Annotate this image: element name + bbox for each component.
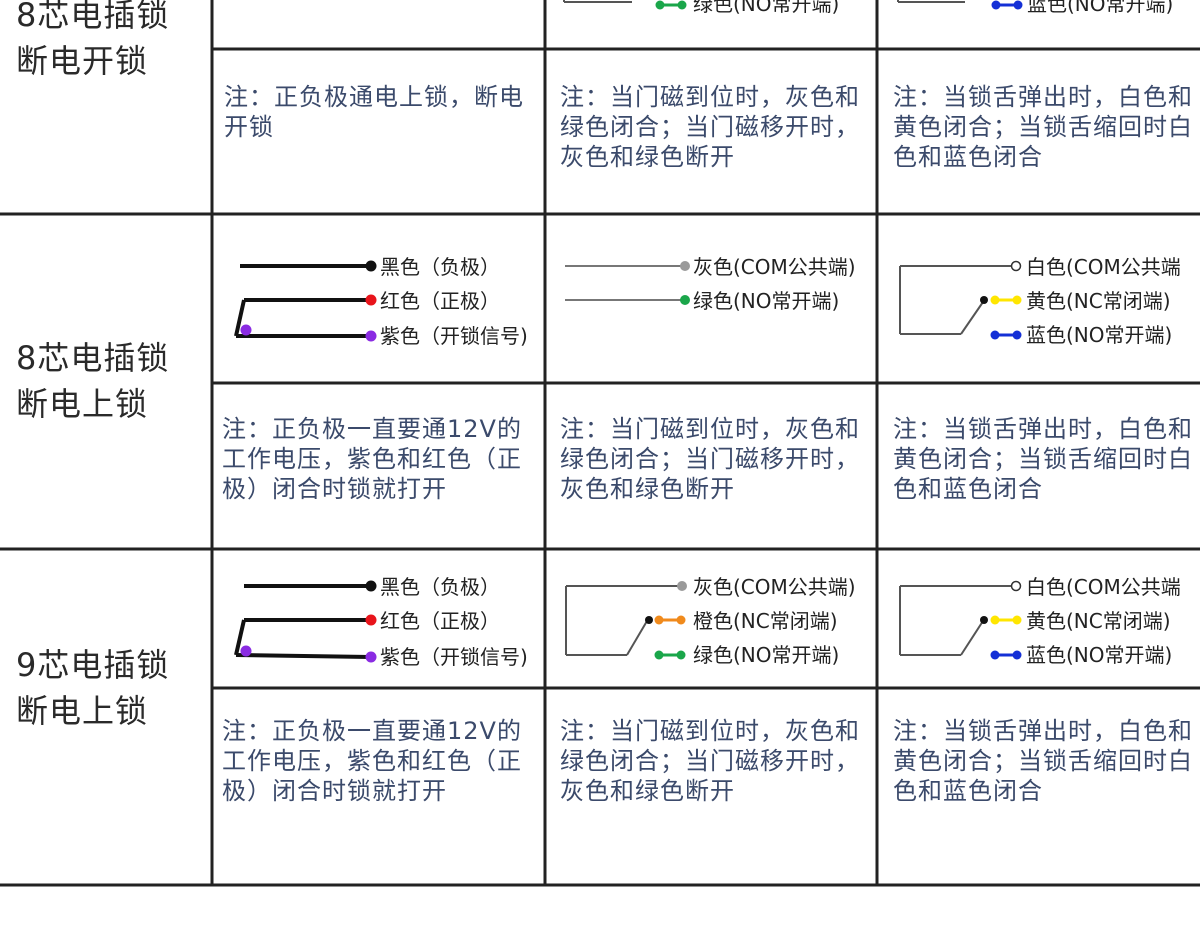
row-3-tongue-note: 注：当锁舌弹出时，白色和黄色闭合；当锁舌缩回时白色和蓝色闭合 xyxy=(893,717,1193,805)
blue-wire-dot-left xyxy=(990,330,1000,340)
yellow-nc-label: 黄色(NC常闭端) xyxy=(1026,289,1171,313)
row-1-tongue-note: 注：当锁舌弹出时，白色和黄色闭合；当锁舌缩回时白色和蓝色闭合 xyxy=(893,83,1193,171)
white-com-label: 白色(COM公共端 xyxy=(1026,255,1181,279)
white-com-label: 白色(COM公共端 xyxy=(1026,575,1181,599)
row-1-partial-diagram: 绿色(NO常开端) 蓝色(NO常开端) xyxy=(563,0,1173,16)
purple-wire-end-dot xyxy=(365,651,377,663)
red-wire-dot xyxy=(365,294,377,306)
yellow-nc-label: 黄色(NC常闭端) xyxy=(1026,609,1171,633)
row-3-power-note: 注：正负极一直要通12V的工作电压，紫色和红色（正极）闭合时锁就打开 xyxy=(222,717,522,805)
row-2-title: 8芯电插锁 断电上锁 xyxy=(16,339,170,423)
row-2-tongue-note: 注：当锁舌弹出时，白色和黄色闭合；当锁舌缩回时白色和蓝色闭合 xyxy=(893,415,1193,503)
white-wire-dot xyxy=(1010,260,1022,272)
yellow-wire-dot xyxy=(1012,295,1022,305)
tongue-common-dot xyxy=(980,616,988,624)
green-wire-dot xyxy=(680,295,690,305)
blue-no-label: 蓝色(NO常开端) xyxy=(1026,643,1172,667)
gray-wire-dot xyxy=(680,261,690,271)
red-positive-label: 红色（正极） xyxy=(380,609,500,633)
purple-wire-end-dot xyxy=(365,330,377,342)
row-3-door-sensor-diagram: 灰色(COM公共端) 橙色(NC常闭端) 绿色(NO常开端) xyxy=(565,575,856,667)
purple-wire-dot xyxy=(240,324,252,336)
orange-nc-label: 橙色(NC常闭端) xyxy=(693,609,838,633)
purple-unlock-signal-label: 紫色（开锁信号) xyxy=(380,324,528,348)
row-1-title: 8芯电插锁 断电开锁 xyxy=(16,0,170,80)
row-3-tongue-diagram: 白色(COM公共端 黄色(NC常闭端) 蓝色(NO常开端) xyxy=(899,575,1181,667)
black-negative-label: 黑色（负极） xyxy=(380,575,500,599)
row-3-door-note: 注：当门磁到位时，灰色和绿色闭合；当门磁移开时，灰色和绿色断开 xyxy=(560,717,860,805)
red-positive-label: 红色（正极） xyxy=(380,289,500,313)
black-negative-label: 黑色（负极） xyxy=(380,255,500,279)
gray-com-label: 灰色(COM公共端) xyxy=(693,575,856,599)
gray-com-label: 灰色(COM公共端) xyxy=(693,255,856,279)
orange-wire-dot-left xyxy=(654,615,664,625)
yellow-wire-dot-left xyxy=(990,295,1000,305)
purple-wire-dot xyxy=(240,645,252,657)
row-1-green-partial-label: 绿色(NO常开端) xyxy=(693,0,839,16)
green-wire-dot xyxy=(676,650,686,660)
red-wire-dot xyxy=(365,614,377,626)
green-wire-dot-left xyxy=(654,650,664,660)
white-wire-dot xyxy=(1010,580,1022,592)
row-1-power-note: 注：正负极通电上锁，断电开锁 xyxy=(224,83,524,141)
black-wire-dot xyxy=(365,580,377,592)
purple-unlock-signal-label: 紫色（开锁信号) xyxy=(380,645,528,669)
blue-wire-dot-left xyxy=(990,650,1000,660)
row-1-door-note: 注：当门磁到位时，灰色和绿色闭合；当门磁移开时，灰色和绿色断开 xyxy=(560,83,860,171)
row-2-power-diagram: 黑色（负极） 红色（正极） 紫色（开锁信号) xyxy=(234,255,528,348)
blue-no-label: 蓝色(NO常开端) xyxy=(1026,323,1172,347)
row-3-power-diagram: 黑色（负极） 红色（正极） 紫色（开锁信号) xyxy=(234,575,528,669)
row-2-door-sensor-diagram: 灰色(COM公共端) 绿色(NO常开端) xyxy=(565,255,856,313)
yellow-wire-dot xyxy=(1012,615,1022,625)
blue-wire-dot xyxy=(1012,330,1022,340)
row-2-tongue-diagram: 白色(COM公共端 黄色(NC常闭端) 蓝色(NO常开端) xyxy=(899,255,1181,347)
row-1-blue-partial-label: 蓝色(NO常开端) xyxy=(1027,0,1173,16)
tongue-common-dot xyxy=(980,296,988,304)
black-wire-dot xyxy=(365,260,377,272)
green-no-label: 绿色(NO常开端) xyxy=(693,643,839,667)
row-3-title: 9芯电插锁 断电上锁 xyxy=(16,646,170,730)
yellow-wire-dot-left xyxy=(990,615,1000,625)
orange-wire-dot xyxy=(676,615,686,625)
blue-wire-dot xyxy=(1012,650,1022,660)
door-common-dot xyxy=(645,616,653,624)
gray-wire-dot xyxy=(677,581,687,591)
row-2-door-note: 注：当门磁到位时，灰色和绿色闭合；当门磁移开时，灰色和绿色断开 xyxy=(560,415,860,503)
green-no-label: 绿色(NO常开端) xyxy=(693,289,839,313)
row-2-power-note: 注：正负极一直要通12V的工作电压，紫色和红色（正极）闭合时锁就打开 xyxy=(222,415,522,503)
